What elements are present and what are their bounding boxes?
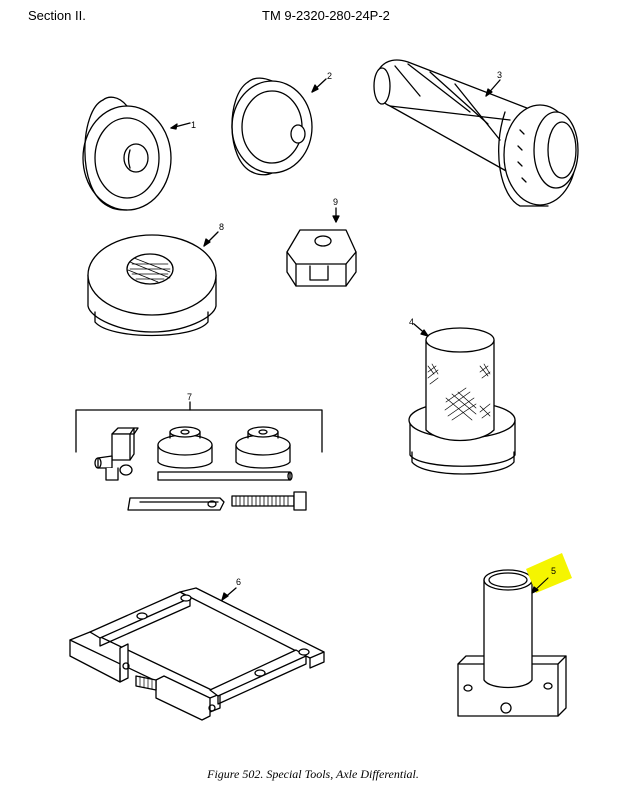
tool-5-tube-base [457, 569, 567, 717]
callout-3: 3 [497, 70, 502, 80]
callout-9: 9 [333, 197, 338, 207]
tm-number: TM 9-2320-280-24P-2 [262, 8, 390, 23]
callout-5: 5 [551, 566, 556, 576]
callout-2: 2 [327, 71, 332, 81]
tool-6-frame [69, 587, 325, 721]
callout-5-highlight [526, 553, 572, 593]
tool-7-set [75, 401, 323, 511]
tool-4-installer [408, 323, 516, 475]
section-label: Section II. [28, 8, 86, 23]
tool-8-threaded-adapter [87, 231, 219, 337]
callout-7: 7 [187, 392, 192, 402]
figure-caption: Figure 502. Special Tools, Axle Differen… [207, 767, 419, 781]
callout-6: 6 [236, 577, 241, 587]
tool-9-block [286, 207, 357, 287]
callout-4: 4 [409, 317, 414, 327]
callout-8: 8 [219, 222, 224, 232]
tool-2-adapter [231, 77, 327, 176]
tool-1-adapter [82, 96, 191, 211]
callout-1: 1 [191, 120, 196, 130]
tool-3-sleeve-driver [373, 59, 579, 207]
